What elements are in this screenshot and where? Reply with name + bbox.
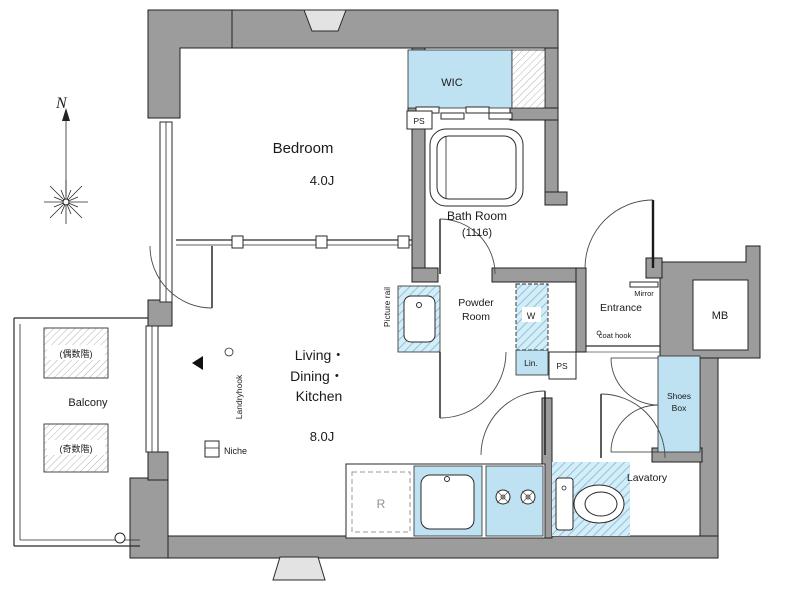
picture-rail-label: Picture rail (382, 287, 392, 327)
wall-right-upper (544, 47, 559, 199)
bathtub (429, 128, 524, 207)
laundry-hook-icon (224, 347, 234, 357)
compass-arrow (62, 108, 70, 121)
hall-door (480, 390, 546, 456)
bedroom-size-label: 4.0J (310, 173, 335, 188)
bedroom-window (159, 121, 173, 303)
vent-bottom (272, 556, 326, 581)
ps-label-2: PS (556, 361, 568, 371)
laundry-hook-label: Landryhook (234, 374, 244, 419)
wall-top (231, 9, 559, 49)
bathroom-size-label: (1116) (462, 227, 492, 239)
wic-doors (415, 106, 513, 120)
wall-bath-bottom-left (411, 267, 439, 283)
wic-label: WIC (441, 77, 462, 89)
wall-right-lower (699, 357, 719, 559)
shaft-area (511, 49, 546, 109)
mirror-bar (629, 281, 659, 288)
balcony-even-label: (偶数階) (60, 348, 93, 359)
burner-icon (520, 489, 536, 505)
kitchen-sink (413, 465, 483, 537)
powder-room-label-1: Powder (458, 297, 494, 309)
mirror-label: Mirror (634, 289, 654, 298)
vent-top (303, 9, 347, 32)
toilet (552, 462, 630, 536)
bath-door (439, 218, 496, 275)
ldk-label-3: Kitchen (296, 388, 343, 404)
wall-entry-stub (544, 191, 568, 206)
meter-box (692, 279, 749, 351)
pipe-space-2 (548, 351, 577, 380)
balcony-odd-label: (奇数階) (60, 443, 93, 454)
lavatory-label: Lavatory (627, 472, 668, 484)
ldk-size-label: 8.0J (310, 429, 335, 444)
wall-wic-bottom (509, 107, 559, 121)
powder-room-label-2: Room (462, 311, 490, 323)
wall-entrance-left (575, 267, 587, 353)
powder-door (439, 351, 507, 419)
compass-north-label: N (55, 95, 68, 112)
balcony-label: Balcony (68, 397, 108, 409)
niche-icon (204, 440, 220, 458)
shoes-box (657, 355, 701, 453)
balcony-partition-even (43, 327, 109, 379)
entrance-step (586, 345, 660, 353)
pipe-space-1 (406, 110, 433, 130)
refrigerator-space (351, 471, 411, 533)
entrance-label: Entrance (600, 302, 642, 314)
wall-bottom (167, 535, 719, 559)
ldk-label-1: Living・ (295, 347, 346, 363)
shoes-box-label-2: Box (672, 403, 687, 413)
burner-icon (495, 489, 511, 505)
balcony-drain (114, 532, 126, 544)
wall-left-chunk-lower (147, 451, 169, 481)
bedroom-door (149, 245, 213, 309)
bathroom-label: Bath Room (447, 209, 507, 223)
coat-hook-dot (596, 330, 602, 336)
stove (485, 465, 544, 537)
shoes-box-label-1: Shoes (667, 391, 691, 401)
coat-hook-label: coat hook (599, 331, 632, 340)
lavatory-door (600, 393, 666, 459)
niche-label: Niche (224, 446, 247, 456)
refrigerator-label: R (377, 497, 386, 511)
ldk-label-2: Dining・ (290, 368, 344, 384)
kitchen-counter (345, 463, 546, 539)
balcony-window (145, 325, 159, 453)
washer-space (515, 283, 549, 351)
shoes-box-doors (610, 357, 659, 453)
washer-label: W (527, 311, 536, 321)
mb-label: MB (712, 310, 729, 322)
walls (129, 9, 761, 559)
wall-left-chunk-upper (147, 299, 173, 327)
compass (44, 108, 88, 224)
bedroom-label: Bedroom (273, 140, 334, 157)
entrance-door (584, 199, 655, 269)
linen-label: Lin. (524, 358, 538, 368)
vanity (397, 285, 441, 353)
direction-marker (192, 356, 203, 370)
wall-bottom-left-block (129, 477, 169, 559)
sliding-partition (176, 235, 412, 249)
wall-bath-bottom-right (491, 267, 587, 283)
balcony-railing (13, 317, 148, 547)
ps-label-1: PS (413, 116, 425, 126)
balcony-partition-odd (43, 423, 109, 473)
